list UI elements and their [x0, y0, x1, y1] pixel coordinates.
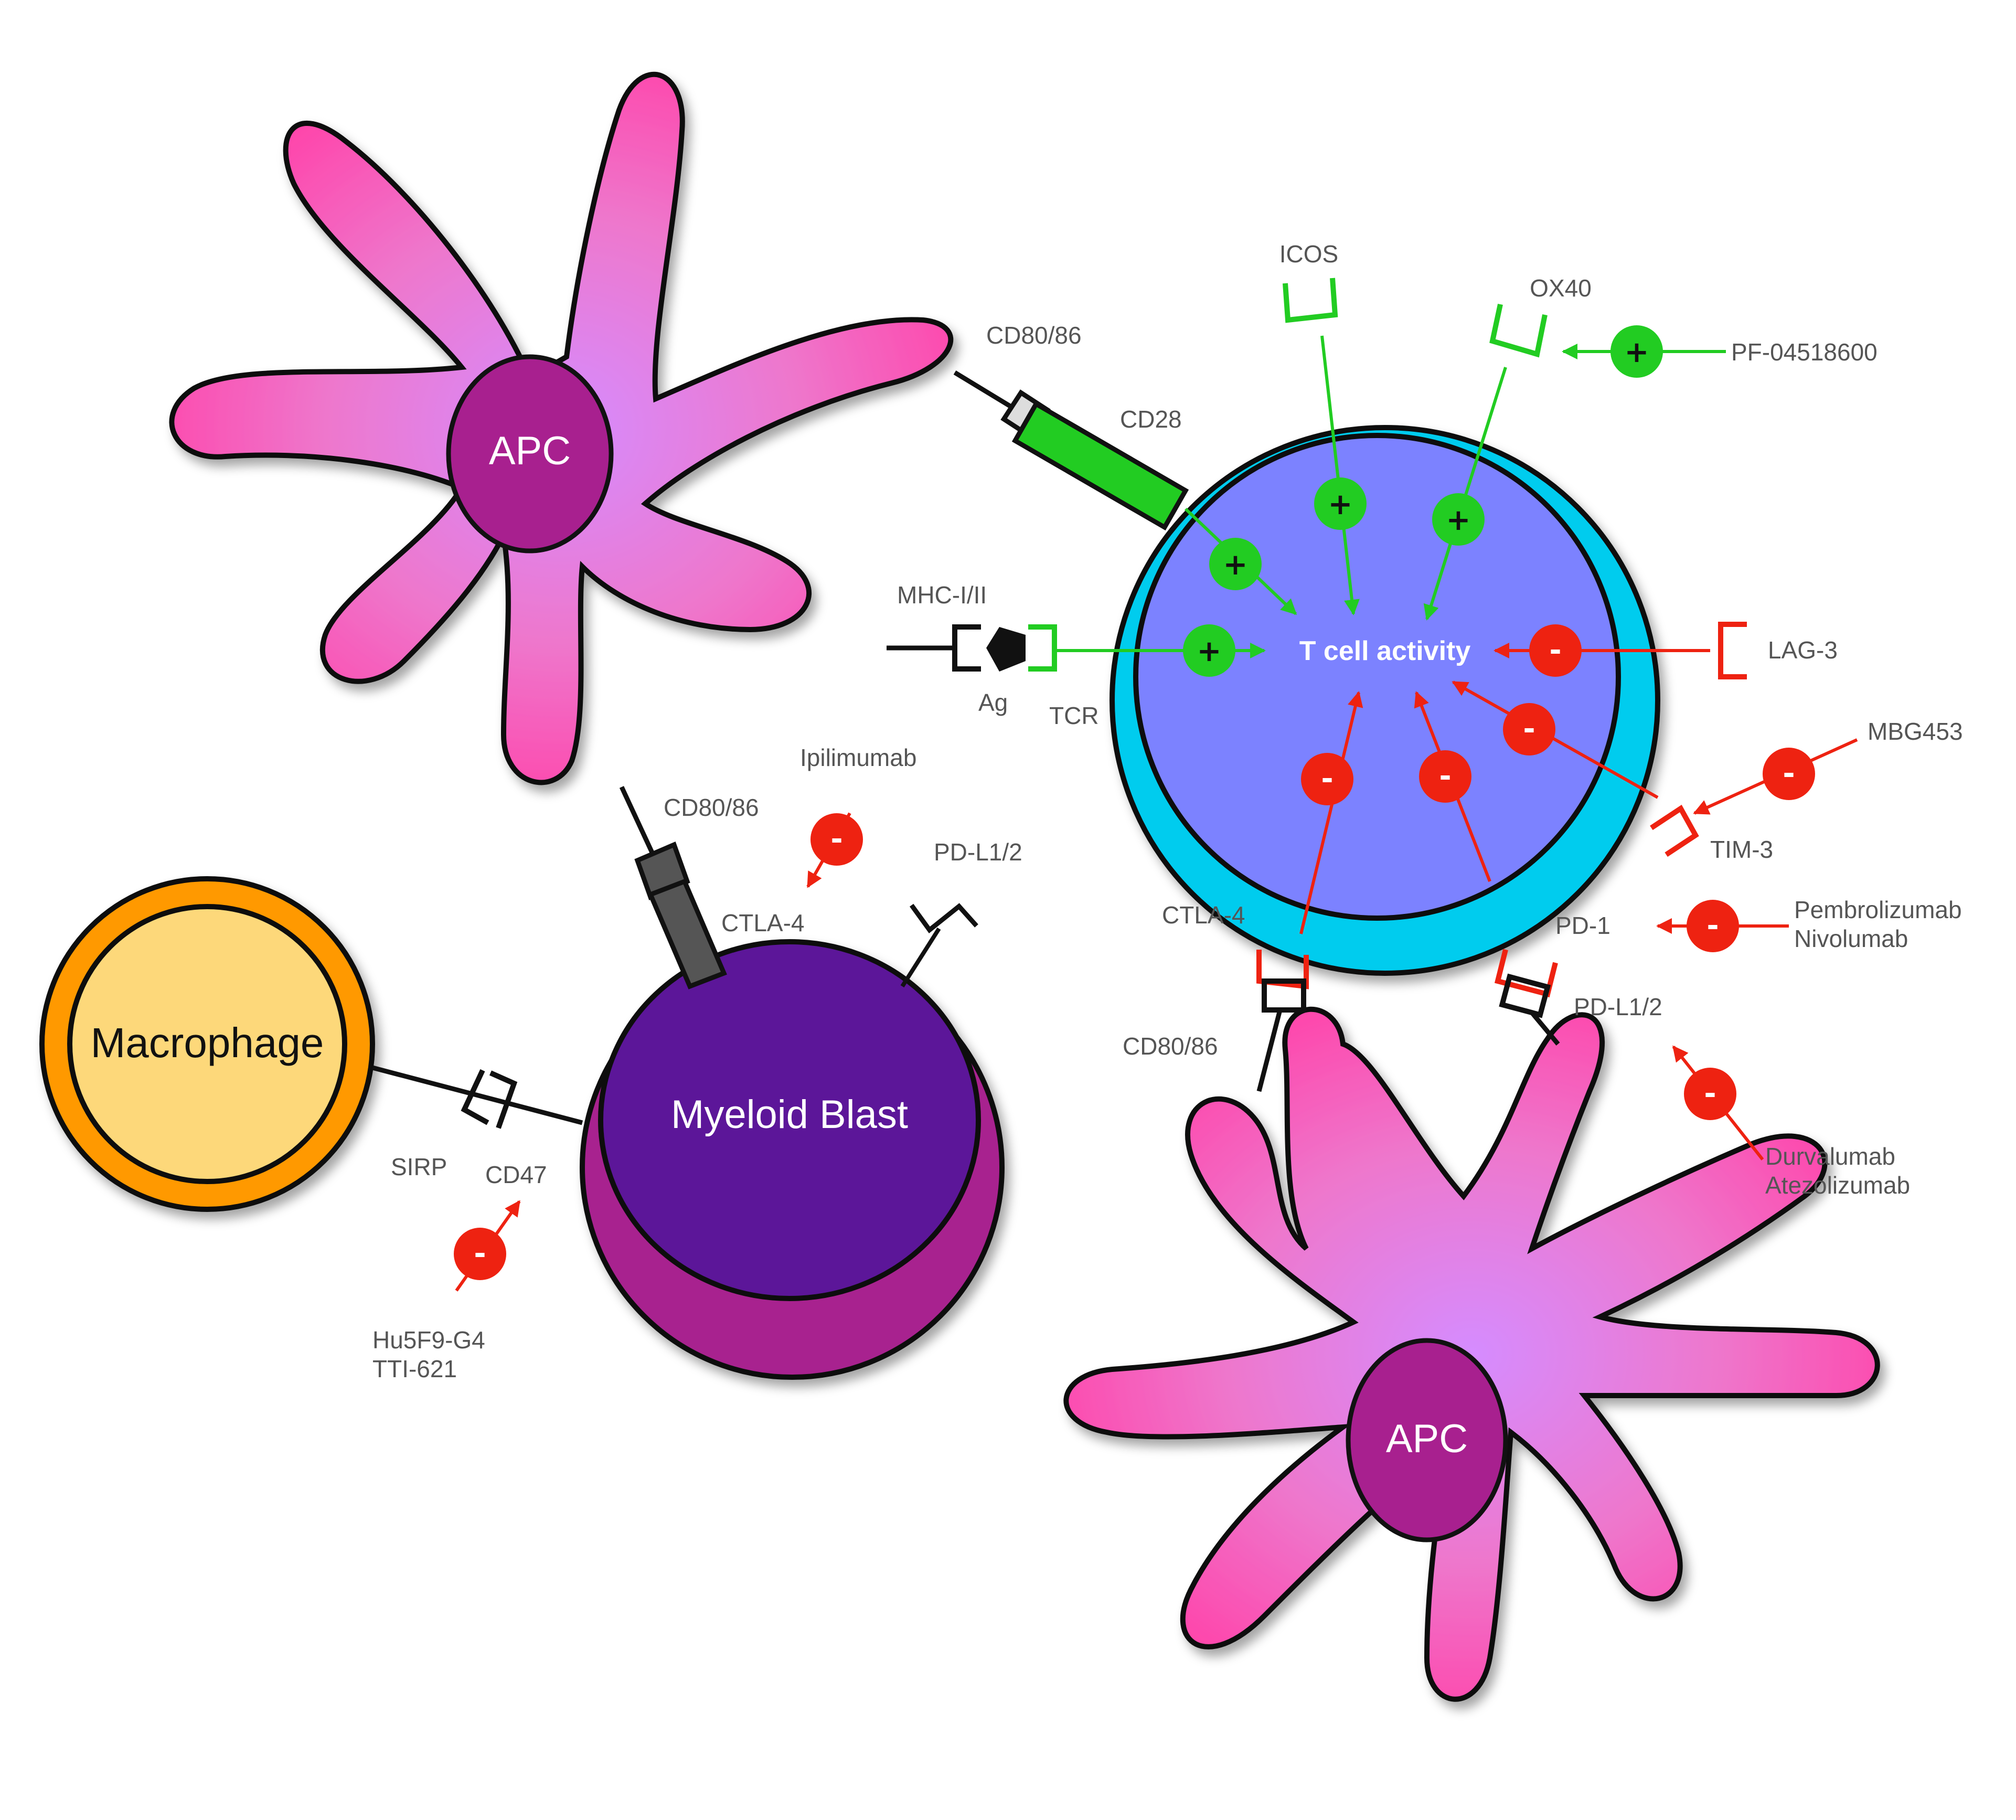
ctla4-t-arrow	[1299, 691, 1363, 934]
tim3-arrow	[1452, 680, 1659, 799]
apc-nucleus-top	[446, 354, 614, 554]
minus-icon: -	[1419, 750, 1471, 803]
minus-icon: -	[1301, 753, 1353, 805]
svg-text:-: -	[1783, 757, 1795, 791]
tcr-receptor	[1028, 624, 1057, 672]
link-ctla4-apc	[1256, 1009, 1283, 1092]
mhc-receptor	[952, 624, 981, 672]
svg-text:-: -	[1321, 762, 1333, 796]
svg-text:-: -	[1549, 633, 1561, 667]
ox40-receptor	[1489, 303, 1548, 358]
hu5f9-g4-label: Hu5F9-G4	[372, 1326, 485, 1354]
durvalumab-label: Durvalumab	[1765, 1143, 1895, 1170]
ctla4-blast-label: CTLA-4	[721, 909, 804, 936]
pd-l1-2-blast-label: PD-L1/2	[934, 838, 1022, 866]
cd47-receptor	[489, 1070, 518, 1129]
minus-icon: -	[810, 813, 863, 866]
link-apc-cd80-blast	[619, 786, 658, 861]
plus-icon: +	[1314, 477, 1367, 530]
plus-icon: +	[1610, 325, 1663, 378]
sirp-label: SIRP	[391, 1153, 447, 1180]
macrophage	[39, 876, 375, 1212]
cd80-86-blast-label: CD80/86	[664, 794, 759, 821]
nivolumab-label: Nivolumab	[1794, 925, 1908, 952]
pd1-receptor	[1494, 949, 1558, 998]
pd-l1-2-blast-receptor	[909, 903, 978, 934]
cd28-bar	[1011, 400, 1189, 531]
t-cell-activity-label: T cell activity	[1299, 636, 1471, 666]
macrophage-label: Macrophage	[91, 1019, 324, 1066]
tti-621-label: TTI-621	[372, 1355, 457, 1382]
pd-l1-2-apc-label: PD-L1/2	[1574, 993, 1662, 1020]
link-blast-pdl	[900, 927, 941, 988]
ag-label: Ag	[978, 689, 1008, 716]
minus-icon: -	[1684, 1068, 1736, 1120]
svg-text:-: -	[1439, 759, 1451, 793]
atezolizumab-label: Atezolizumab	[1765, 1172, 1910, 1199]
link-pd1-apc	[1530, 1011, 1560, 1046]
svg-text:-: -	[830, 822, 842, 856]
cd28-label: CD28	[1120, 406, 1182, 433]
svg-text:+: +	[1625, 335, 1649, 369]
minus-icon: -	[1763, 748, 1815, 800]
cd80-86-apc-label: CD80/86	[1123, 1033, 1218, 1060]
tim3-label: TIM-3	[1710, 836, 1773, 863]
plus-icon: +	[1209, 538, 1262, 590]
svg-text:+: +	[1328, 487, 1353, 521]
lag3-receptor	[1718, 622, 1747, 679]
icos-stem	[1320, 335, 1360, 615]
mbg453-label: MBG453	[1868, 718, 1963, 745]
plus-badges: + + + + +	[1183, 325, 1663, 677]
svg-text:+: +	[1446, 503, 1471, 537]
tim3-receptor	[1650, 804, 1699, 857]
pd-l1-2-apc-receptor	[1499, 973, 1551, 1018]
myeloid-blast-label: Myeloid Blast	[671, 1092, 908, 1137]
myeloid-blast	[580, 939, 1005, 1380]
svg-text:-: -	[1523, 712, 1535, 746]
icos-receptor	[1283, 278, 1338, 323]
pf-04518600-label: PF-04518600	[1731, 338, 1878, 366]
apc-bottom	[1063, 1006, 1880, 1702]
plus-icon: +	[1183, 624, 1235, 677]
svg-text:-: -	[1706, 909, 1719, 943]
t-cell	[1110, 425, 1660, 976]
pembrolizumab-label: Pembrolizumab	[1794, 896, 1962, 923]
mhc-label: MHC-I/II	[897, 581, 987, 609]
apc-nucleus-bottom	[1346, 1338, 1508, 1542]
ipilimumab-label: Ipilimumab	[800, 744, 916, 771]
apc-bottom-label: APC	[1386, 1417, 1468, 1461]
svg-text:-: -	[1704, 1077, 1716, 1111]
svg-text:+: +	[1197, 634, 1222, 668]
cd80-86-apc-receptor	[1262, 978, 1306, 1013]
tcr-label: TCR	[1049, 702, 1099, 729]
apc-top-label: APC	[489, 429, 571, 473]
minus-icon: -	[454, 1228, 506, 1280]
cd47-label: CD47	[485, 1161, 547, 1188]
link-macrophage-blast	[371, 1065, 583, 1125]
minus-icon: -	[1687, 900, 1739, 952]
cd80-86-top-label: CD80/86	[986, 322, 1082, 349]
lag3-label: LAG-3	[1768, 636, 1838, 664]
minus-icon: -	[1503, 703, 1555, 755]
blast-grey-bar	[647, 878, 727, 989]
minus-icon: -	[1529, 624, 1582, 677]
ox40-label: OX40	[1530, 274, 1592, 302]
pd1-label: PD-1	[1555, 912, 1610, 939]
svg-text:-: -	[474, 1237, 486, 1271]
ox40-stem	[1423, 367, 1507, 621]
icos-label: ICOS	[1279, 240, 1338, 268]
minus-badges: - - - - - - - - -	[454, 624, 1815, 1280]
antigen-icon	[986, 627, 1026, 672]
plus-icon: +	[1432, 493, 1485, 546]
ctla4-t-label: CTLA-4	[1162, 901, 1245, 929]
sirp-receptor	[461, 1069, 489, 1125]
svg-text:+: +	[1223, 548, 1248, 582]
